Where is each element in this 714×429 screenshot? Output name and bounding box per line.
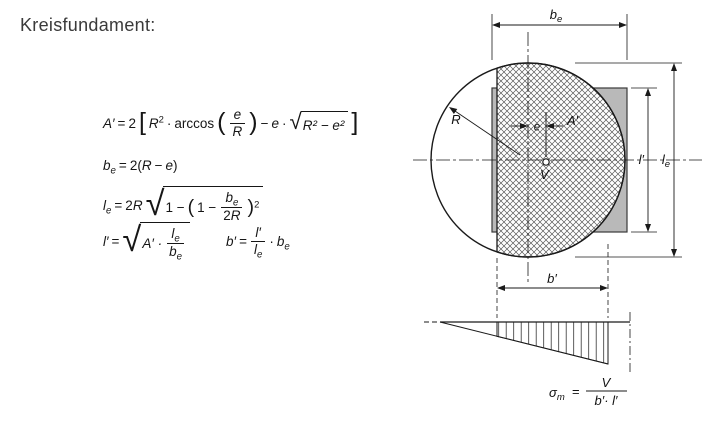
arrowhead-icon <box>645 88 651 96</box>
arrowhead-icon <box>671 63 677 71</box>
page-title: Kreisfundament: <box>20 15 156 35</box>
bprime-label: b′ <box>547 271 557 286</box>
lprime-label: l′ <box>639 152 645 167</box>
formula-bprime: b′ = l′ le · be <box>226 224 290 261</box>
load-label: V <box>540 167 550 182</box>
be-label: be <box>550 7 563 25</box>
square-root: √ A′ · le be <box>122 221 191 263</box>
fraction: be 2R <box>221 190 243 223</box>
be-dimension: be <box>491 7 628 60</box>
linear-stress-line <box>439 321 609 365</box>
load-point <box>542 158 550 166</box>
eccentricity-dimension: e <box>511 122 563 134</box>
square-root: √ 1 − ( 1 − be 2R )2 <box>146 185 264 225</box>
eccentricity-label: e <box>534 122 540 134</box>
arrowhead-icon <box>546 123 554 129</box>
lprime-dimension: l′ <box>631 87 657 233</box>
radius-label: R <box>451 112 460 127</box>
arrowhead-icon <box>600 285 608 291</box>
formula-area: A′ = 2 [ R2 · arccos ( e R ) − e · √ R² … <box>103 107 359 140</box>
formula-lprime: l′ = √ A′ · le be <box>103 221 191 263</box>
formula-be: be = 2(R − e) <box>103 158 178 177</box>
le-label: le <box>662 152 670 170</box>
arrowhead-icon <box>492 22 500 28</box>
sigma-equals: = <box>572 384 580 399</box>
fraction: l′ le <box>250 225 266 260</box>
area-label: A′ <box>566 113 579 128</box>
le-dimension: le <box>575 62 682 258</box>
sigma-lhs: σm <box>549 385 565 403</box>
sigma-denominator: b′· l′ <box>595 393 618 408</box>
square-root: √ R² − e² <box>289 109 349 137</box>
arrowhead-icon <box>520 123 528 129</box>
arrowhead-icon <box>619 22 627 28</box>
arrowhead-icon <box>671 249 677 257</box>
fraction: e R <box>228 107 246 139</box>
fraction: le be <box>167 226 184 263</box>
bprime-dimension: b′ <box>496 244 609 318</box>
stress-diagram <box>424 312 631 374</box>
sigma-numerator: V <box>602 375 612 390</box>
formula-le: le = 2R √ 1 − ( 1 − be 2R )2 <box>103 185 264 225</box>
sigma-formula: σm = V b′· l′ <box>549 375 627 408</box>
arrowhead-icon <box>497 285 505 291</box>
arrowhead-icon <box>645 224 651 232</box>
radius-dimension: R <box>449 107 521 156</box>
formula-row: l′ = √ A′ · le be b′ = l′ le · be <box>103 221 290 263</box>
arrowhead-icon <box>449 107 458 114</box>
stress-block-hatched <box>496 321 609 365</box>
